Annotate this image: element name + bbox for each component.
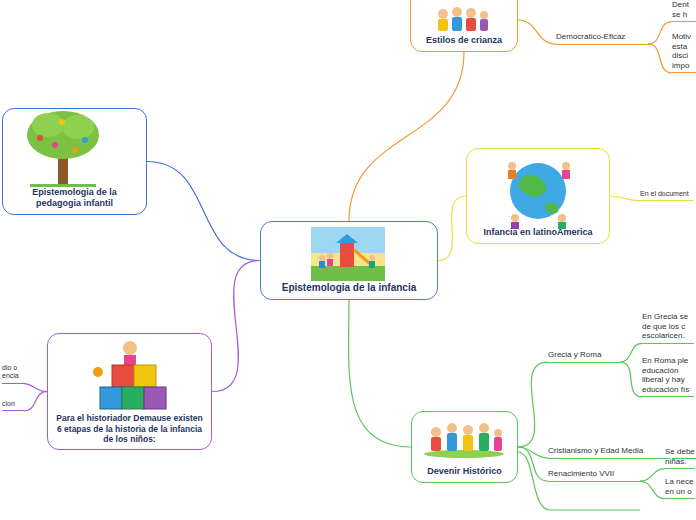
subtopic-text: La nece en un o: [665, 477, 695, 496]
branch-line: [640, 481, 665, 499]
subtopic-text: En el document: [640, 190, 694, 198]
topic-box: Epistemologia de la pedagogia infantil: [2, 108, 147, 215]
branch-line: [24, 392, 47, 411]
branch-line: [518, 447, 548, 458]
subtopic-text: Cristianismo y Edad Media: [548, 446, 670, 456]
branch-line: [212, 261, 260, 392]
branch-line: [349, 52, 464, 221]
subtopic-text: cion: [2, 400, 24, 408]
branch-line: [610, 196, 640, 201]
subtopic-text: En Roma ple educación liberal y hay educ…: [642, 356, 694, 394]
branch-line: [147, 162, 260, 261]
subtopic-label: Renacimiento VVII: [548, 469, 640, 482]
subtopic-text: Democratico-Eficaz: [556, 32, 648, 42]
topic-title: Estilos de crianza: [417, 35, 511, 46]
subtopic-label: Dent se h: [672, 0, 696, 22]
subtopic-text: Dent se h: [672, 0, 696, 19]
children-group-picture: [424, 423, 504, 458]
topic-box: Estilos de crianza: [410, 0, 518, 52]
branch-line: [620, 343, 642, 362]
children-picture: [438, 7, 488, 31]
topic-title: Infancia en latinoAmerica: [473, 227, 603, 238]
branch-line: [518, 20, 556, 44]
subtopic-label: Se debe niñas.: [665, 447, 695, 469]
subtopic-label: Democratico-Eficaz: [556, 32, 648, 45]
branch-line: [640, 469, 665, 481]
topic-box: Epistemologia de la infancia: [260, 221, 438, 300]
subtopic-text: Motiv esta disci impo: [672, 32, 696, 70]
subtopic-label: Cristianismo y Edad Media: [548, 446, 670, 459]
tree-picture: [27, 111, 99, 187]
subtopic-label: cion: [2, 400, 24, 411]
branch-line: [620, 362, 642, 397]
topic-title: Devenir Histórico: [418, 466, 511, 477]
branch-line: [22, 383, 47, 391]
branch-line: [648, 22, 672, 44]
offpage-branch: [518, 452, 640, 510]
subtopic-label: Motiv esta disci impo: [672, 32, 696, 73]
subtopic-label: Grecia y Roma: [548, 350, 620, 363]
branch-line: [438, 196, 466, 261]
subtopic-label: La nece en un o: [665, 477, 695, 499]
globe-picture: [508, 162, 570, 229]
topic-title: Epistemologia de la infancia: [267, 282, 431, 294]
playground-picture: [311, 227, 385, 281]
topic-box: Infancia en latinoAmerica: [466, 148, 610, 244]
subtopic-text: En Grecia se de que los c escolaricen.: [642, 312, 694, 341]
topic-box: Para el historiador Demause existen 6 et…: [47, 333, 212, 450]
subtopic-text: Se debe niñas.: [665, 447, 695, 466]
toy-blocks-picture: [93, 341, 166, 409]
branch-line: [518, 362, 548, 447]
topic-title: Epistemologia de la pedagogia infantil: [9, 187, 140, 209]
branch-line: [349, 300, 411, 447]
branch-line: [648, 44, 672, 73]
branch-line: [518, 447, 548, 481]
subtopic-label: En Roma ple educación liberal y hay educ…: [642, 356, 694, 397]
subtopic-text: Renacimiento VVII: [548, 469, 640, 479]
topic-title: Para el historiador Demause existen 6 et…: [54, 413, 205, 444]
topic-box: Devenir Histórico: [411, 411, 518, 483]
subtopic-label: dio o encia: [2, 364, 22, 384]
subtopic-text: Grecia y Roma: [548, 350, 620, 360]
subtopic-label: En el document: [640, 190, 694, 201]
subtopic-label: En Grecia se de que los c escolaricen.: [642, 312, 694, 344]
subtopic-text: dio o encia: [2, 364, 22, 381]
